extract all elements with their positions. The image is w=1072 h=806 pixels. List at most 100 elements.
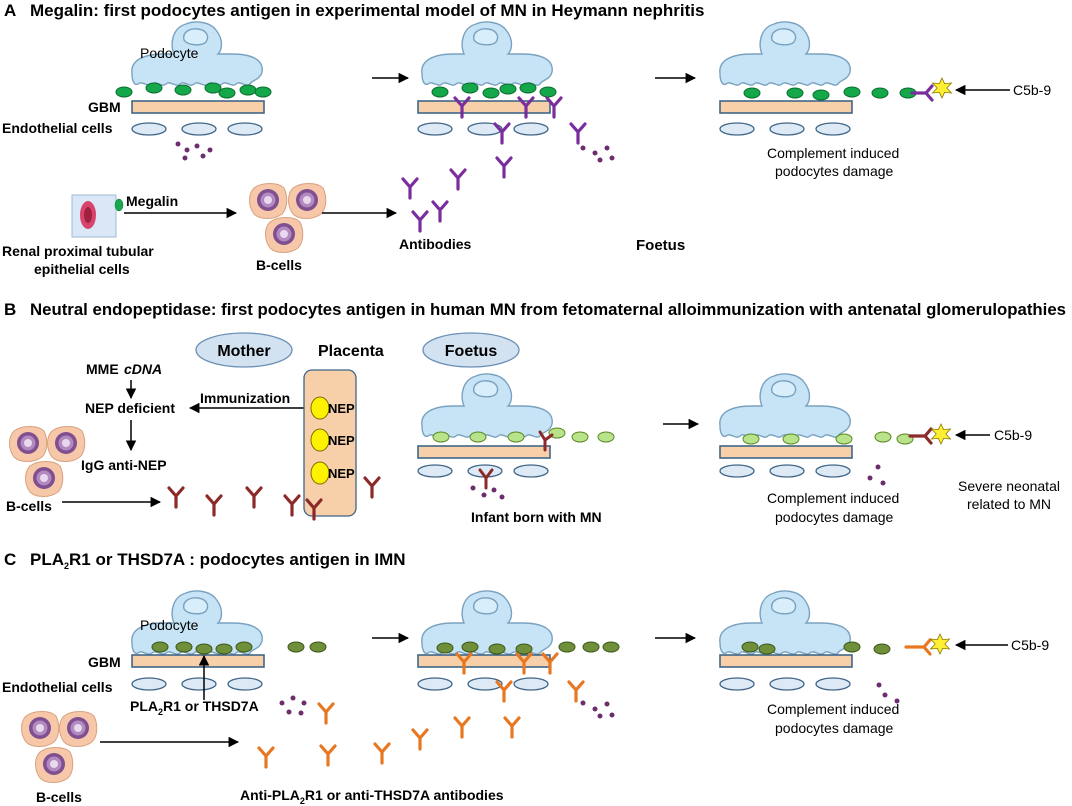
antibody-icon [401,177,419,200]
igg-label: IgG anti-NEP [81,457,167,473]
glomerulus-a1 [115,21,272,161]
antibodies-label: Anti-PLA2R1 or anti-THSD7A antibodies [240,787,504,806]
endothelial-label: Endothelial cells [2,679,113,695]
nep-label: NEP [328,466,355,481]
podocyte-icon [421,21,553,86]
antigen-icon [431,82,557,99]
antibody-icon [495,680,513,703]
antibody-icon [453,716,471,739]
immune-complex-icon [867,464,886,486]
glomerulus-a2 [417,21,615,163]
megalin-label: Megalin [126,193,178,209]
cdna-label: cDNA [124,361,162,377]
immunization-label: Immunization [200,390,290,406]
c5b9-label: C5b-9 [1011,637,1049,653]
complement-star-icon [930,633,950,655]
mother-bubble [195,332,293,368]
damage-label-line2: podocytes damage [775,509,894,525]
damage-label-line2: podocytes damage [775,720,894,736]
antigen-label: PLA2R1 or THSD7A [130,698,259,717]
b-cell-icon [35,747,74,783]
immune-complex-icon [876,682,900,704]
b-cell-icon [21,711,60,747]
glomerulus-b2 [719,373,951,486]
bcells-label: B-cells [256,257,302,273]
antigen-icon [742,431,914,445]
antibody-icon [245,486,263,509]
endothelial-cell-icon [719,122,851,136]
podocyte-icon [719,590,851,655]
antibody-icon [283,494,301,517]
c5b9-label: C5b-9 [994,427,1032,443]
antibodies-label: Antibodies [399,236,472,252]
damage-label-line1: Complement induced [767,145,899,161]
bcells-label: B-cells [36,789,82,805]
antibody-icon [538,430,554,452]
immune-complex-icon [470,485,505,500]
complement-star-icon [932,77,952,99]
nep-deficient-label: NEP deficient [85,400,175,416]
b-cell-icon [59,711,98,747]
antibody-icon [569,122,587,145]
antibody-icon [910,84,934,102]
glomerulus-b1 [417,373,615,500]
podocyte-icon [719,373,851,438]
endothelial-cell-icon [417,677,549,691]
immune-complex-icon [279,695,307,716]
complement-star-icon [931,423,951,445]
placenta: NEP NEP NEP [303,369,357,517]
b-cell-icon [249,183,288,219]
mother-label: Mother [217,343,270,360]
b-cell-icon [265,217,304,253]
gbm-icon [131,100,265,114]
antigen-icon [115,82,272,99]
endothelial-cell-icon [131,677,263,691]
endothelial-cell-icon [131,122,263,136]
antigen-icon [310,396,330,485]
nep-label: NEP [328,433,355,448]
foetus-bubble [422,332,520,368]
placenta-label: Placenta [318,343,384,360]
immune-complex-icon [580,700,615,719]
panel-a-letter: A [4,1,16,20]
immune-complex-icon [580,145,615,163]
panel-c-letter: C [4,550,16,569]
antigen-icon [432,427,615,443]
foetus-label: Foetus [636,237,685,254]
gbm-label: GBM [88,654,121,670]
antigen-icon [151,641,327,655]
gbm-icon [719,100,853,114]
b-cell-icon [25,461,64,497]
antibody-icon [431,200,449,223]
nep-label: NEP [328,401,355,416]
antibody-icon [503,716,521,739]
antigen-icon [743,86,917,101]
antibody-icon [411,728,429,751]
endothelial-cell-icon [719,677,851,691]
infant-label: Infant born with MN [471,509,602,525]
antigen-icon [436,641,620,655]
gbm-icon [417,445,551,459]
panel-a: A Megalin: first podocytes antigen in ex… [2,1,1051,277]
gbm-label: GBM [88,99,121,115]
glomerulus-c1 [131,590,327,691]
panel-c: C PLA2R1 or THSD7A : podocytes antigen i… [2,550,1049,806]
tubular-cell [71,194,124,238]
antibody-icon [319,744,337,767]
mme-label: MME [86,361,119,377]
panel-b-letter: B [4,300,16,319]
damage-label-line1: Complement induced [767,490,899,506]
gbm-icon [719,445,853,459]
endothelial-label: Endothelial cells [2,120,113,136]
antibody-icon [257,746,275,769]
bcells-label: B-cells [6,498,52,514]
tubular-label-line2: epithelial cells [34,261,130,277]
panel-b: B Neutral endopeptidase: first podocytes… [4,300,1066,525]
panel-b-title: Neutral endopeptidase: first podocytes a… [30,300,1066,319]
antibody-icon [567,680,585,703]
podocyte-label: Podocyte [140,617,199,633]
gbm-icon [719,654,853,668]
antibody-icon [363,476,381,499]
podocyte-icon [421,373,553,438]
